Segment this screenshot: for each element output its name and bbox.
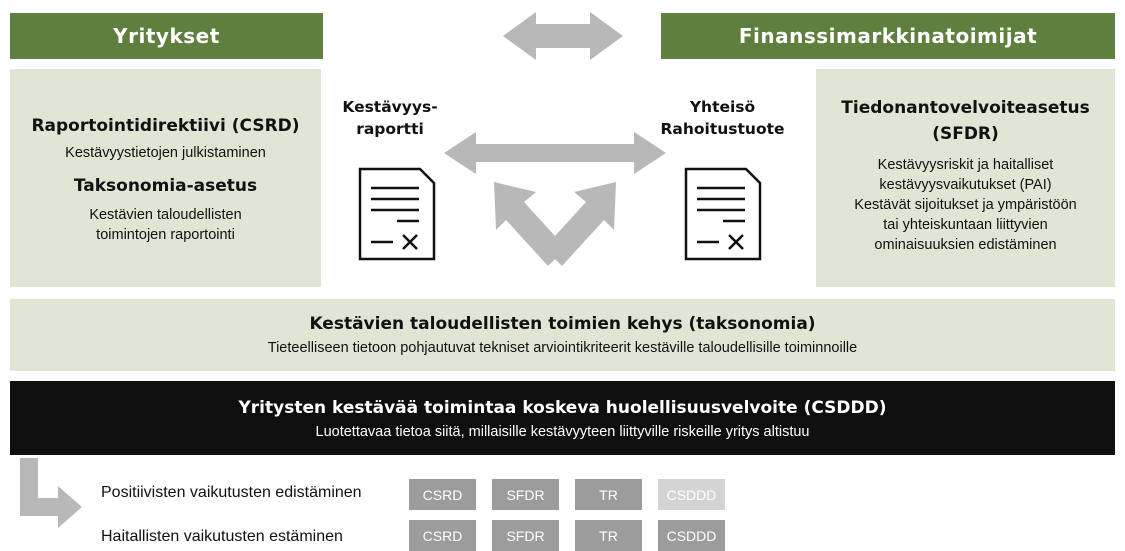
horizontal-double-arrow-icon: [444, 132, 666, 174]
sustainability-report-label-line: Kestävyys-: [342, 98, 438, 116]
sfdr-text-line: Kestävät sijoitukset ja ympäristöön: [854, 197, 1077, 213]
pill-positive-tr: TR: [575, 479, 642, 510]
bent-arrow-icon: [20, 458, 82, 528]
pill-negative-csddd: CSDDD: [658, 520, 725, 551]
pill-negative-sfdr: SFDR: [492, 520, 559, 551]
pill-positive-sfdr: SFDR: [492, 479, 559, 510]
pill-negative-tr: TR: [575, 520, 642, 551]
pill-positive-csddd: CSDDD: [658, 479, 725, 510]
entity-financial-product-label: Yhteisö Rahoitustuote: [655, 96, 790, 140]
header-companies: Yritykset: [10, 13, 323, 59]
taxonomy-regulation-title: Taksonomia-asetus: [73, 176, 258, 196]
positive-impacts-label: Positiivisten vaikutusten edistäminen: [101, 484, 362, 501]
pill-positive-csrd: CSRD: [409, 479, 476, 510]
sfdr-text-line: Kestävyysriskit ja haitalliset: [877, 157, 1054, 173]
taxonomy-framework-title: Kestävien taloudellisten toimien kehys (…: [309, 314, 816, 334]
right-panel: Tiedonantovelvoiteasetus (SFDR) Kestävyy…: [816, 69, 1115, 287]
left-panel: Raportointidirektiivi (CSRD) Kestävyysti…: [10, 69, 321, 287]
csrd-text: Kestävyystietojen julkistaminen: [65, 145, 266, 161]
taxonomy-regulation-text-line: toimintojen raportointi: [96, 227, 235, 243]
entity-product-label-line: Rahoitustuote: [660, 120, 785, 138]
product-document-icon: [684, 167, 762, 261]
report-document-icon: [358, 167, 436, 261]
top-double-arrow-icon: [503, 12, 623, 60]
sustainability-report-label: Kestävyys- raportti: [335, 96, 445, 140]
sfdr-title-line: Tiedonantovelvoiteasetus: [841, 98, 1090, 118]
taxonomy-framework-text: Tieteelliseen tietoon pohjautuvat teknis…: [267, 340, 858, 356]
sfdr-title-line: (SFDR): [932, 124, 999, 144]
negative-impacts-label: Haitallisten vaikutusten estäminen: [101, 528, 343, 545]
entity-product-label-line: Yhteisö: [689, 98, 756, 116]
sfdr-text-line: tai yhteiskuntaan liittyvien: [883, 217, 1048, 233]
middle-arrows: [444, 132, 666, 266]
sfdr-text-line: kestävyysvaikutukset (PAI): [879, 177, 1052, 193]
csrd-title: Raportointidirektiivi (CSRD): [31, 116, 300, 136]
taxonomy-framework-bar: Kestävien taloudellisten toimien kehys (…: [10, 299, 1115, 371]
diagonal-arrow-right-icon: [544, 182, 616, 266]
sfdr-text-line: ominaisuuksien edistäminen: [874, 237, 1057, 253]
csddd-text: Luotettavaa tietoa siitä, millaisille ke…: [315, 424, 810, 440]
taxonomy-regulation-text-line: Kestävien taloudellisten: [89, 207, 242, 223]
pill-negative-csrd: CSRD: [409, 520, 476, 551]
sustainability-report-label-line: raportti: [356, 120, 424, 138]
header-financial-market-participants: Finanssimarkkinatoimijat: [661, 13, 1115, 59]
csddd-title: Yritysten kestävää toimintaa koskeva huo…: [238, 398, 887, 418]
csddd-bar: Yritysten kestävää toimintaa koskeva huo…: [10, 381, 1115, 455]
header-fmp-label: Finanssimarkkinatoimijat: [738, 24, 1038, 48]
header-companies-label: Yritykset: [113, 24, 220, 48]
